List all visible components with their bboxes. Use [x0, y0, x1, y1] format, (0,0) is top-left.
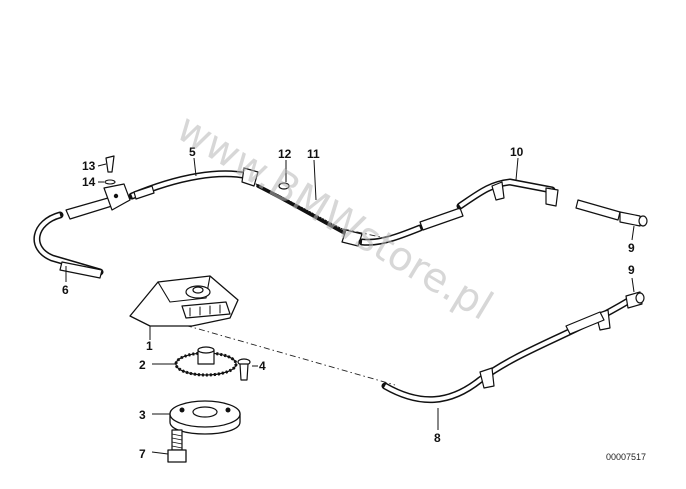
callout-14: 14 [82, 175, 96, 189]
callout-9-bottom: 9 [628, 263, 635, 277]
cable-10 [456, 178, 621, 221]
callout-11: 11 [307, 147, 320, 161]
drawing-code: 00007517 [606, 452, 646, 462]
bracket-13-14 [103, 155, 131, 211]
callout-13: 13 [82, 159, 96, 173]
callout-8: 8 [434, 431, 441, 445]
callout-3: 3 [139, 408, 146, 422]
cable-6 [33, 197, 113, 279]
cable-11-spiral [255, 183, 363, 247]
callout-4: 4 [259, 359, 266, 373]
callout-5: 5 [189, 145, 196, 159]
cable-8 [381, 296, 634, 404]
base-disc-3 [169, 400, 241, 435]
leader-lines [65, 157, 635, 455]
end-fitting-bottom [625, 291, 645, 309]
callout-12: 12 [278, 147, 292, 161]
callout-6: 6 [62, 283, 69, 297]
callout-9-top: 9 [628, 241, 635, 255]
callout-2: 2 [139, 358, 146, 372]
callout-1: 1 [146, 339, 153, 353]
gear-2 [174, 346, 238, 377]
end-fitting-top [619, 211, 648, 227]
centerline-left [159, 317, 396, 386]
callout-10: 10 [510, 145, 524, 159]
screw-4 [237, 358, 251, 381]
drive-housing-1 [129, 275, 239, 327]
guide-tube-middle [358, 207, 464, 246]
cable-5 [128, 167, 259, 200]
callout-7: 7 [139, 447, 146, 461]
clip-12 [278, 182, 290, 190]
bolt-7 [167, 429, 187, 463]
